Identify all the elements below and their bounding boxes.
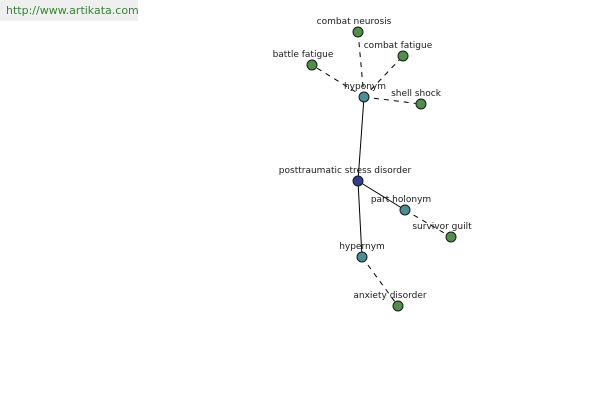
label-combat-neurosis: combat neurosis bbox=[317, 17, 392, 27]
label-combat-fatigue: combat fatigue bbox=[364, 41, 433, 51]
edge-hyponym-battle-fatigue bbox=[311, 64, 365, 98]
edge-hyponym-combat-neurosis bbox=[357, 31, 365, 98]
label-hyponym: hyponym bbox=[344, 82, 386, 92]
node-hyponym[interactable] bbox=[358, 91, 370, 103]
edge-center-part-holonym bbox=[357, 180, 406, 211]
label-hypernym: hypernym bbox=[339, 242, 385, 252]
node-shell-shock[interactable] bbox=[415, 98, 427, 110]
node-anxiety-disorder[interactable] bbox=[392, 300, 404, 312]
label-shell-shock: shell shock bbox=[391, 89, 442, 99]
watermark-link[interactable]: http://www.artikata.com bbox=[6, 4, 139, 17]
node-battle-fatigue[interactable] bbox=[306, 59, 318, 71]
node-combat-neurosis[interactable] bbox=[352, 26, 364, 38]
label-anxiety-disorder: anxiety disorder bbox=[353, 291, 426, 301]
node-part-holonym[interactable] bbox=[399, 204, 411, 216]
edge-part-holonym-survivor-guilt bbox=[404, 209, 452, 238]
label-center: posttraumatic stress disorder bbox=[279, 166, 412, 176]
label-part-holonym: part holonym bbox=[371, 195, 431, 205]
node-survivor-guilt[interactable] bbox=[445, 231, 457, 243]
label-survivor-guilt: survivor guilt bbox=[412, 222, 472, 232]
label-battle-fatigue: battle fatigue bbox=[273, 50, 334, 60]
node-hypernym[interactable] bbox=[356, 251, 368, 263]
edge-center-hypernym bbox=[357, 180, 363, 258]
watermark: http://www.artikata.com bbox=[0, 0, 139, 21]
node-center[interactable] bbox=[352, 175, 364, 187]
node-combat-fatigue[interactable] bbox=[397, 50, 409, 62]
edge-center-hyponym bbox=[357, 96, 365, 182]
edge-hypernym-anxiety-disorder bbox=[361, 256, 399, 307]
